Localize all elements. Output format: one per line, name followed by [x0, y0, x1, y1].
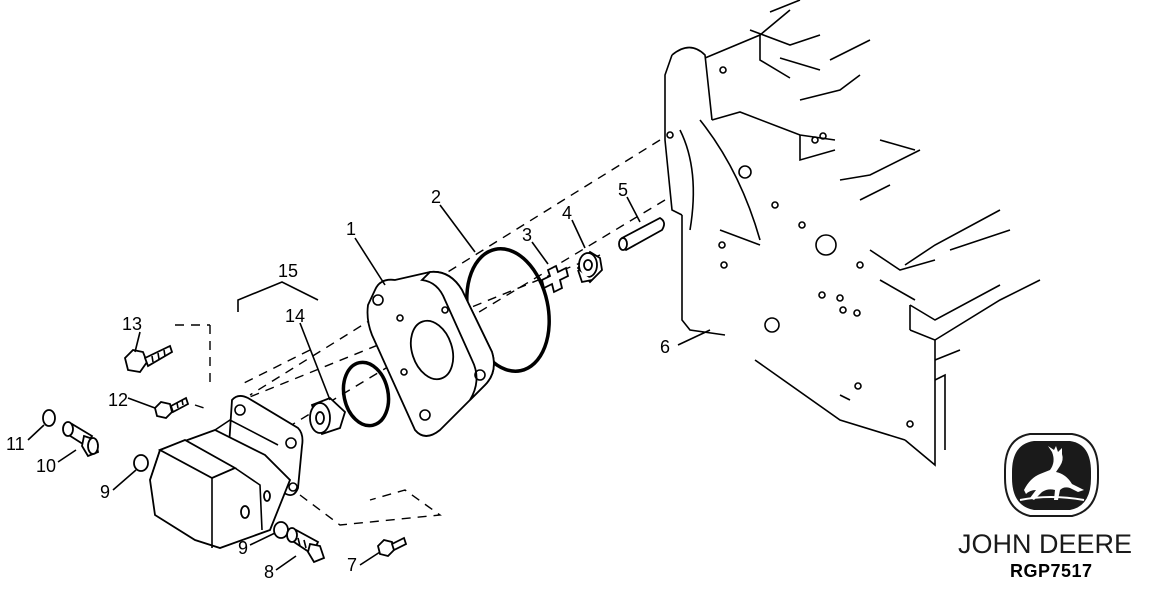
callout-11: 11: [6, 434, 25, 454]
callout-numbers: 1 2 3 4 5 6 7 8 9 9 10 11 12 13 14 15: [6, 180, 670, 582]
callout-8: 8: [264, 562, 274, 582]
part-13-bolt: [124, 344, 174, 373]
callout-12: 12: [108, 390, 128, 410]
callout-15: 15: [278, 261, 298, 281]
callout-5: 5: [618, 180, 628, 200]
callout-10: 10: [36, 456, 56, 476]
callout-9-lower: 9: [238, 538, 248, 558]
part-14-o-ring: [341, 360, 391, 428]
callout-9-upper: 9: [100, 482, 110, 502]
callout-7: 7: [347, 555, 357, 575]
callout-4: 4: [562, 203, 572, 223]
leader-lines: [27, 196, 711, 571]
part-9-seal-ring-lower: [273, 521, 289, 539]
brand-name: JOHN DEERE: [958, 529, 1133, 559]
callout-3: 3: [522, 225, 532, 245]
callout-6: 6: [660, 337, 670, 357]
part-10-fitting: [62, 421, 100, 458]
callout-2: 2: [431, 187, 441, 207]
part-7-bolt: [377, 536, 408, 557]
part-1-adapter-plate: [366, 270, 495, 437]
callout-14: 14: [285, 306, 305, 326]
callout-13: 13: [122, 314, 142, 334]
part-4-coupler: [576, 250, 603, 284]
part-5-pin: [618, 216, 665, 252]
leaping-deer-logo: [1004, 433, 1099, 517]
part-12-bolt: [154, 396, 190, 419]
part-3-cross-insert: [540, 264, 570, 294]
part-11-seal-ring: [42, 409, 56, 427]
pump-coupler: [309, 396, 347, 436]
engine-housing: [664, 0, 1041, 467]
reference-code: RGP7517: [1010, 561, 1093, 581]
part-8-fitting: [286, 527, 326, 564]
part-9-seal-ring-upper: [133, 454, 149, 472]
part-15-hydraulic-pump: [149, 395, 304, 549]
callout-1: 1: [346, 219, 356, 239]
